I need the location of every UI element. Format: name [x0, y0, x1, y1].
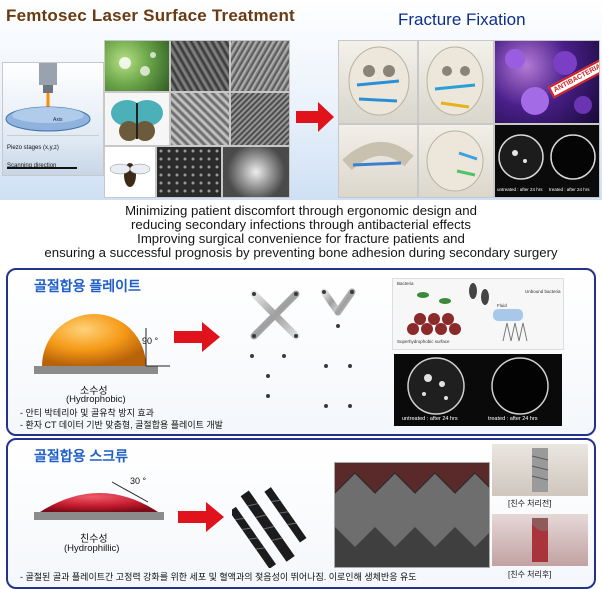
laser-treatment-title: Femtosec Laser Surface Treatment	[6, 6, 295, 25]
plate-section-title: 골절합용 플레이트	[34, 278, 141, 294]
plate-process-arrow	[174, 322, 220, 352]
petri-dish-comparison: untreated : after 24 hrs treated : after…	[394, 354, 562, 426]
superhydrophobic-surface-diagram: Bacteria Unbound bacteria Fluid Superhyd…	[392, 278, 564, 350]
screw-bullet: - 골절된 골과 플레이트간 고정력 강화를 위한 세포 및 혈액과의 젖음성이…	[20, 572, 417, 582]
untreated-dish-label: untreated : after 24 hrs	[402, 416, 458, 422]
cicada-image	[104, 146, 156, 198]
feature-line-4: ensuring a successful prognosis by preve…	[44, 245, 558, 260]
sem-micrograph-6	[222, 146, 290, 198]
feature-line-3: Improving surgical convenience for fract…	[137, 231, 465, 246]
contact-angle-30: 30 °	[130, 476, 147, 486]
butterfly-image	[104, 92, 170, 146]
scanning-direction-label: Scanning direction	[7, 163, 57, 169]
skull-screw-image-1	[338, 124, 418, 198]
hydrophilic-label-en: (Hydrophillic)	[64, 543, 120, 554]
bacteria-image: ANTIBACTERIAL	[494, 40, 600, 124]
skull-screw-image-2	[418, 124, 494, 198]
after-treatment-label: [친수 처리후]	[508, 570, 552, 579]
sem-micrograph-1	[170, 40, 230, 92]
treated-dish-label: treated : after 24 hrs	[488, 416, 538, 422]
fluid-label: Fluid	[497, 303, 507, 308]
treated-dish-label-top: treated : after 24 hrs	[549, 187, 590, 192]
laser-setup-graphic: Axis	[5, 63, 99, 169]
hydrophobic-droplet-diagram	[34, 314, 170, 374]
sem-micrograph-3	[170, 92, 230, 146]
screw-process-arrow	[178, 502, 224, 532]
process-arrow-top	[296, 102, 334, 132]
feature-description: Minimizing patient discomfort through er…	[0, 204, 602, 260]
lotus-leaf-image	[104, 40, 170, 92]
plate-bullet-2: - 환자 CT 데이터 기반 맞춤형, 골절합용 플레이트 개발	[20, 420, 223, 430]
sem-micrograph-5	[156, 146, 222, 198]
sample-label: Axis	[53, 117, 63, 123]
bacteria-label: Bacteria	[397, 281, 414, 286]
fracture-fixation-title: Fracture Fixation	[398, 10, 526, 29]
petri-dish-comparison-top: untreated : after 24 hrs treated : after…	[494, 124, 600, 198]
screw-after-treatment-image	[492, 514, 588, 566]
bone-screws-image	[232, 487, 307, 568]
hydrophobic-label-ko: 소수성	[80, 386, 108, 397]
surface-label: Superhydrophobic surface	[397, 339, 450, 344]
bone-plates-image	[248, 288, 356, 424]
hydrophilic-label-ko: 친수성	[80, 534, 108, 545]
sem-micrograph-4	[230, 92, 290, 146]
skull-plate-image-2	[418, 40, 494, 124]
skull-plate-image-1	[338, 40, 418, 124]
feature-line-1: Minimizing patient discomfort through er…	[125, 203, 477, 218]
contact-angle-90: 90 °	[142, 336, 159, 346]
unbound-bacteria-label: Unbound bacteria	[525, 289, 561, 294]
untreated-dish-label-top: untreated : after 24 hrs	[497, 187, 543, 192]
hydrophilic-droplet-diagram	[34, 481, 164, 520]
feature-line-2: reducing secondary infections through an…	[131, 217, 471, 232]
screw-section-title: 골절합용 스크류	[34, 448, 129, 464]
hydrophobic-label-en: (Hydrophobic)	[66, 394, 126, 405]
screw-section-box: 골절합용 스크류 30 ° 친수성 (Hydrophillic) - 골절된 골…	[6, 438, 596, 589]
screw-before-treatment-image	[492, 444, 588, 496]
piezo-stage-label: Piezo stages (x,y,z)	[7, 145, 59, 151]
plate-section-box: 골절합용 플레이트 90 ° 소수성 (Hydrophobic) - 안티 박테…	[6, 268, 596, 436]
before-treatment-label: [친수 처리전]	[508, 499, 552, 508]
screw-thread-micrograph	[334, 462, 490, 568]
laser-setup-illustration: Axis Piezo stages (x,y,z) Scanning direc…	[2, 62, 104, 176]
plate-bullet-1: - 안티 박테리아 및 골유착 방지 효과	[20, 408, 154, 418]
sem-micrograph-2	[230, 40, 290, 92]
